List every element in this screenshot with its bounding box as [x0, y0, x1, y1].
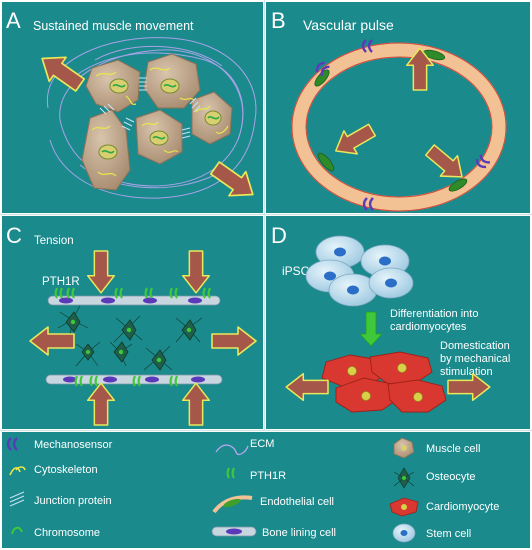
ecm-icon: [215, 444, 249, 456]
differentiation-text: Differentiation into cardiomyocytes: [390, 308, 482, 333]
panel-c-letter: C: [6, 223, 22, 248]
domestication-text: Domestication by mechanical stimulation: [440, 340, 513, 378]
domestication-line-1: Domestication: [440, 340, 510, 352]
panel-b-title: Vascular pulse: [303, 17, 394, 33]
osteocytes: [57, 305, 203, 371]
differentiation-line-1: Differentiation into: [390, 308, 478, 320]
panel-b: B Vascular pulse: [271, 8, 507, 212]
panel-d-letter: D: [271, 223, 287, 248]
legend-osteocyte: Osteocyte: [426, 471, 476, 483]
cardiomyocytes: [321, 351, 447, 413]
legend-bone-lining-cell: Bone lining cell: [262, 527, 336, 539]
muscle-cytoskeleton: [91, 67, 229, 177]
endothelial-cell-icon: [212, 495, 253, 514]
legend-endothelial-cell: Endothelial cell: [260, 496, 334, 508]
legend-pth1r: PTH1R: [250, 470, 286, 482]
osteocyte-icon: [393, 467, 415, 489]
legend-muscle-cell: Muscle cell: [426, 443, 480, 455]
panel-c: C Tension PTH1R: [6, 223, 257, 426]
stem-cell-icon: [392, 523, 416, 543]
legend-chromosome: Chromosome: [34, 527, 100, 539]
legend-cytoskeleton: Cytoskeleton: [34, 464, 98, 476]
panel-a-title: Sustained muscle movement: [33, 19, 194, 33]
muscle-cell-icon: [393, 437, 415, 459]
domestication-line-3: stimulation: [440, 366, 493, 378]
pth1r-label: PTH1R: [42, 276, 80, 288]
bone-lining-cell-icon: [211, 526, 257, 537]
panel-a: A Sustained muscle movement: [6, 8, 263, 208]
vessel-wall: [291, 42, 507, 212]
panel-b-letter: B: [271, 8, 286, 33]
panel-d: D iPSC Differentiation into cardiomyocyt…: [271, 223, 513, 413]
legend-ecm: ECM: [250, 438, 274, 450]
chromosome-icon: [11, 526, 23, 535]
endothelial-cells: [314, 49, 468, 192]
cardiomyocyte-nuclei: [347, 363, 423, 402]
junction-protein-icon: [9, 491, 25, 507]
stem-cell-nuclei: [324, 247, 397, 295]
legend-junction-protein: Junction protein: [34, 495, 112, 507]
muscle-nuclei: [98, 78, 222, 160]
differentiation-line-2: cardiomyocytes: [390, 321, 467, 333]
legend-mechanosensor: Mechanosensor: [34, 439, 113, 451]
junction-proteins: [99, 77, 201, 139]
bone-lining-top: [47, 295, 221, 306]
differentiation-arrow: [359, 311, 383, 347]
panel-d-title: iPSC: [282, 264, 310, 278]
legend-stem-cell: Stem cell: [426, 528, 471, 540]
panel-c-title: Tension: [34, 235, 74, 247]
cardiomyocyte-icon: [389, 497, 419, 517]
legend: Mechanosensor Cytoskeleton Junction prot…: [6, 436, 499, 543]
panel-a-letter: A: [6, 8, 21, 33]
cytoskeleton-icon: [9, 466, 26, 476]
domestication-line-2: by mechanical: [440, 353, 510, 365]
legend-cardiomyocyte: Cardiomyocyte: [426, 501, 499, 513]
